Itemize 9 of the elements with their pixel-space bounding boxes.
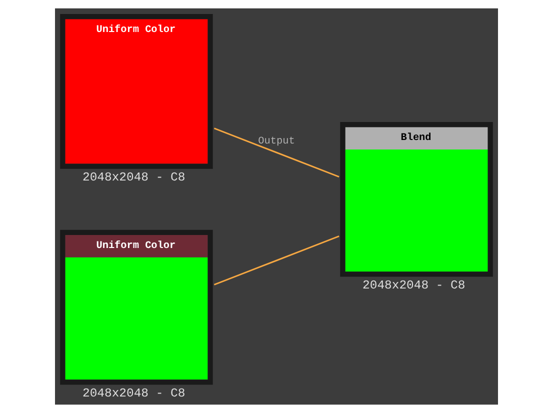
edge-label: Output: [258, 136, 294, 148]
node-label: 2048x2048 - C8: [82, 386, 185, 401]
node-box: Uniform Color: [60, 230, 212, 385]
node-box: Blend: [340, 122, 492, 277]
connector: [213, 235, 339, 286]
node-box: Uniform Color: [60, 14, 212, 169]
node-label: 2048x2048 - C8: [82, 170, 185, 185]
connector: [213, 128, 339, 178]
node-label: 2048x2048 - C8: [362, 278, 465, 293]
